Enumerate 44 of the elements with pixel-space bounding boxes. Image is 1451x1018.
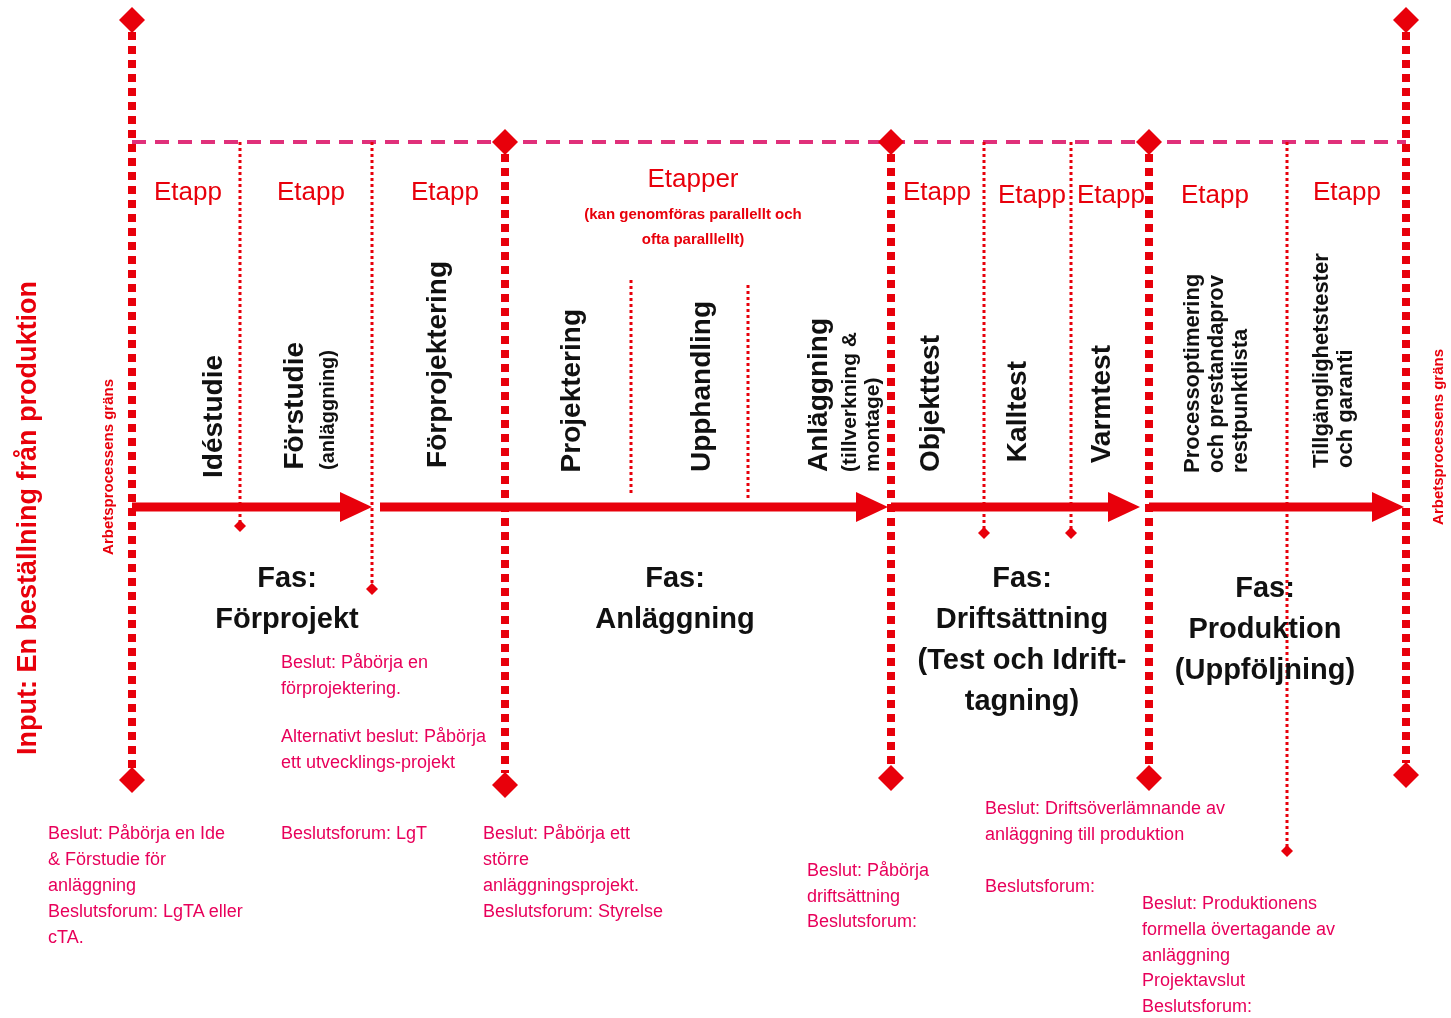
decision-text: Beslut: Påbörja driftsättning xyxy=(807,859,931,908)
stage-name: Anläggning xyxy=(803,318,834,472)
decision-text: Beslut: Påbörja en Ide & Förstudie för anläggning xyxy=(48,822,227,897)
boundary-label: Arbetsprocessens gräns xyxy=(1430,349,1447,525)
boundary-label: Arbetsprocessens gräns xyxy=(100,379,117,555)
decision-text: Alternativt beslut: Påbörja ett utvecklings-projekt xyxy=(281,725,488,774)
decision-text: Beslut: Påbörja en förprojektering. xyxy=(281,651,430,700)
stage-heading: Etapp xyxy=(1180,181,1250,207)
forum-text: Beslutsforum: xyxy=(1142,995,1254,1018)
forum-text: Beslutsforum: LgTA eller cTA. xyxy=(48,900,243,949)
stage-heading: Etapp xyxy=(410,178,480,204)
decision-text: Beslut: Påbörja ett större anläggningsprojekt. xyxy=(483,822,641,897)
stage-heading: Etapp xyxy=(902,178,972,204)
decision-text: Beslut: Driftsöverlämnande av anläggning till produktion xyxy=(985,797,1227,846)
stage-name: Projektering xyxy=(556,308,587,472)
stage-name: Processoptimering och prestandaprov restpunktlista xyxy=(1179,272,1251,473)
stage-heading: Etapp xyxy=(1076,181,1146,207)
forum-text: Beslutsforum: Styrelse xyxy=(483,900,665,923)
decision-text: Beslut: Produktionens formella övertagande av anläggning xyxy=(1142,892,1337,967)
phase-label: Fas: Förprojekt xyxy=(214,560,360,636)
stage-name: Objekttest xyxy=(915,335,946,472)
stage-name: Idéstudie xyxy=(198,355,229,478)
stage-note: (anläggning) xyxy=(317,350,339,470)
decision-text: Projektavslut xyxy=(1142,969,1247,992)
stage-name: Kalltest xyxy=(1002,360,1033,462)
stage-heading: Etapp xyxy=(153,178,223,204)
input-label: Input: En beställning från produktion xyxy=(12,281,42,755)
phase-label: Fas: Driftsättning (Test och Idrift-tagning) xyxy=(916,560,1128,718)
forum-text: Beslutsforum: xyxy=(807,910,919,933)
forum-text: Beslutsforum: LgT xyxy=(281,822,429,845)
stages-heading: Etapper xyxy=(646,165,740,191)
stage-name: Upphandling xyxy=(686,300,717,472)
stage-name: Förstudie xyxy=(279,342,310,470)
stage-name: Varmtest xyxy=(1086,344,1117,463)
stage-heading: Etapp xyxy=(1312,178,1382,204)
phase-label: Fas: Anläggning xyxy=(594,560,756,636)
stage-name: Tillgänglighetstester och garanti xyxy=(1309,252,1357,468)
forum-text: Beslutsforum: xyxy=(985,875,1097,898)
stage-note: (tillverkning & montage) xyxy=(837,330,883,472)
phase-label: Fas: Produktion (Uppföljning) xyxy=(1173,570,1357,687)
stage-heading: Etapp xyxy=(276,178,346,204)
stage-name: Förprojektering xyxy=(422,261,453,468)
stages-note: (kan genomföras parallellt och ofta paralllellt) xyxy=(583,204,803,249)
stage-heading: Etapp xyxy=(997,181,1067,207)
